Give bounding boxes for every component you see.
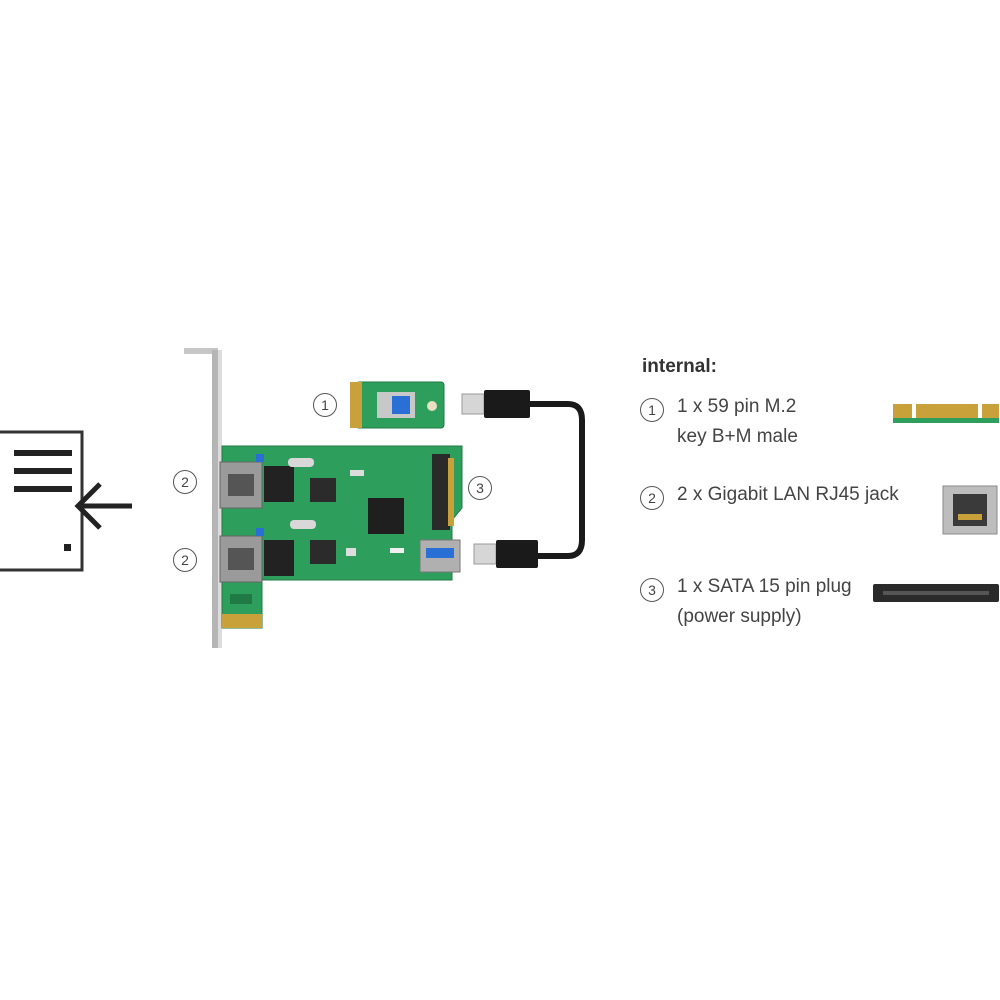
legend-number: 1 <box>640 398 664 422</box>
callout-m2: 1 <box>313 393 337 417</box>
callout-sata: 3 <box>468 476 492 500</box>
m2-adapter-card <box>350 381 445 429</box>
legend-text: 1 x 59 pin M.2 key B+M male <box>677 392 798 452</box>
legend-text: 1 x SATA 15 pin plug (power supply) <box>677 572 852 632</box>
rj45-jack-top <box>219 461 263 509</box>
legend-line2: (power supply) <box>677 606 802 627</box>
sata-plug-on-card <box>432 454 450 530</box>
legend-line1: 1 x SATA 15 pin plug <box>677 576 852 597</box>
legend-number: 2 <box>640 486 664 510</box>
pci-bracket <box>184 348 222 648</box>
callout-lan-bottom: 2 <box>173 548 197 572</box>
legend-line1: 2 x Gigabit LAN RJ45 jack <box>677 484 899 505</box>
legend-line2: key B+M male <box>677 426 798 447</box>
legend-line1: 1 x 59 pin M.2 <box>677 396 797 417</box>
usb-cable <box>461 390 585 568</box>
legend-text: 2 x Gigabit LAN RJ45 jack <box>677 480 899 510</box>
m2-gold-contacts-icon <box>893 402 999 423</box>
callout-lan-top: 2 <box>173 470 197 494</box>
legend-number: 3 <box>640 578 664 602</box>
sata-plug-icon <box>873 584 999 602</box>
legend-title: internal: <box>642 356 717 377</box>
rj45-jack-icon <box>942 485 998 535</box>
pcie-card <box>219 445 463 629</box>
document-with-arrow-icon <box>0 430 132 572</box>
